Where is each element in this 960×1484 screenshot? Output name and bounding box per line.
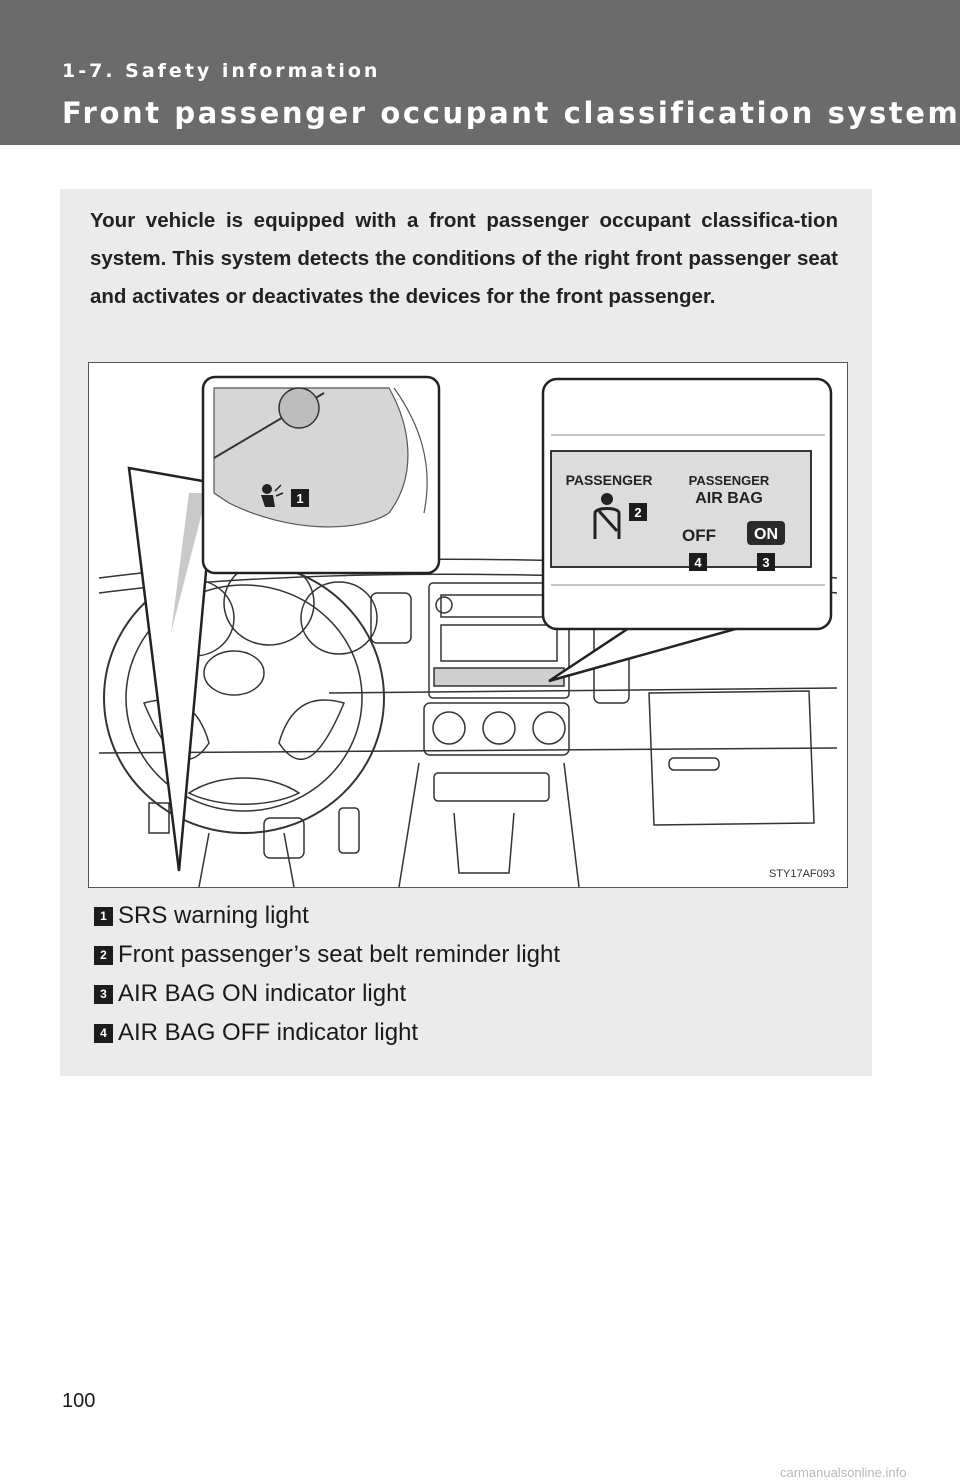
- page-header: 1-7. Safety information Front passenger …: [0, 0, 960, 145]
- legend-badge: 4: [94, 1024, 113, 1043]
- page-number: 100: [62, 1390, 96, 1412]
- intro-paragraph: Your vehicle is equipped with a front pa…: [90, 209, 838, 308]
- figure-code: STY17AF093: [769, 868, 835, 880]
- watermark: carmanualsonline.info: [780, 1465, 907, 1480]
- seatbelt-reminder-icon: [593, 493, 621, 539]
- callout-badge-2: [629, 503, 647, 521]
- legend-badge: 1: [94, 907, 113, 926]
- page-title: Front passenger occupant classification …: [62, 96, 960, 130]
- legend-item: 3 AIR BAG ON indicator light: [94, 979, 560, 1018]
- display-on-label: ON: [754, 526, 778, 543]
- legend-badge: 3: [94, 985, 113, 1004]
- legend-list: 1 SRS warning light 2 Front passenger’s …: [94, 901, 560, 1057]
- on-indicator: [747, 521, 785, 545]
- legend-badge: 2: [94, 946, 113, 965]
- dashboard-drawing: 1 PASSENGER PASSENGER AIR BAG 2 OFF ON 4: [98, 375, 838, 887]
- callout-number-3: 3: [762, 555, 769, 570]
- content-panel: Your vehicle is equipped with a front pa…: [60, 189, 872, 1076]
- display-off-label: OFF: [682, 526, 716, 545]
- callout-number-2: 2: [634, 505, 641, 520]
- legend-item: 1 SRS warning light: [94, 901, 560, 940]
- legend-label: AIR BAG OFF indicator light: [118, 1019, 419, 1046]
- display-label-passenger-left: PASSENGER: [566, 472, 653, 488]
- display-label-passenger-right: PASSENGER: [689, 473, 770, 488]
- section-label: 1-7. Safety information: [62, 60, 381, 82]
- dashboard-illustration: 1 PASSENGER PASSENGER AIR BAG 2 OFF ON 4: [88, 362, 848, 888]
- legend-label: Front passenger’s seat belt reminder lig…: [118, 941, 561, 968]
- display-label-airbag: AIR BAG: [695, 490, 763, 507]
- legend-label: SRS warning light: [118, 902, 309, 929]
- callout-badge-3: [757, 553, 775, 571]
- legend-item: 4 AIR BAG OFF indicator light: [94, 1018, 560, 1057]
- legend-label: AIR BAG ON indicator light: [118, 980, 407, 1007]
- legend-item: 2 Front passenger’s seat belt reminder l…: [94, 940, 560, 979]
- callout-badge-1: [291, 489, 309, 507]
- srs-warning-icon: [261, 484, 284, 507]
- callout-number-1: 1: [296, 491, 303, 506]
- passenger-airbag-display: [550, 450, 812, 568]
- callout-number-4: 4: [694, 555, 702, 570]
- callout-badge-4: [689, 553, 707, 571]
